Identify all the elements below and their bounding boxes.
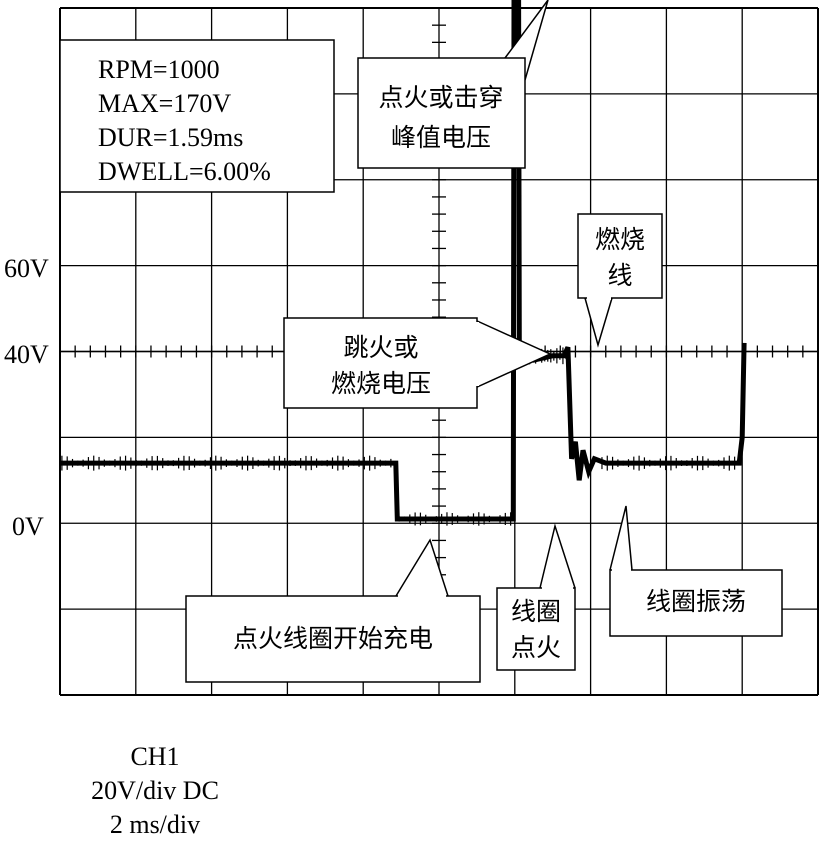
waveform-noise — [61, 346, 736, 526]
peak-voltage-callout: 点火或击穿 峰值电压 — [357, 0, 549, 169]
spark-label-line1: 跳火或 — [343, 334, 418, 362]
dwell-readout: DWELL=6.00% — [98, 157, 271, 186]
coil-charge-callout: 点火线圈开始充电 — [185, 538, 481, 683]
max-readout: MAX=170V — [98, 89, 231, 118]
burn-label-line1: 燃烧 — [595, 226, 645, 254]
channel-name: CH1 — [130, 742, 180, 771]
spark-voltage-callout: 跳火或 燃烧电压 — [283, 317, 552, 409]
coil-ring-callout: 线圈振荡 — [609, 505, 783, 637]
coil-ring-label: 线圈振荡 — [646, 588, 746, 616]
duration-readout: DUR=1.59ms — [98, 123, 243, 152]
burn-line-callout: 燃烧 线 — [577, 213, 663, 348]
coil-fire-callout: 线圈 点火 — [496, 523, 576, 671]
peak-label-line2: 峰值电压 — [391, 124, 491, 152]
coil-fire-label-line2: 点火 — [511, 634, 561, 662]
time-per-div: 2 ms/div — [109, 810, 201, 839]
peak-label-line1: 点火或击穿 — [378, 84, 503, 112]
burn-label-line2: 线 — [607, 262, 632, 290]
measurement-info-box: RPM=1000 MAX=170V DUR=1.59ms DWELL=6.00% — [59, 39, 335, 193]
volts-per-div: 20V/div DC — [91, 776, 219, 805]
coil-fire-label-line1: 线圈 — [511, 598, 561, 626]
channel-settings: CH1 20V/div DC 2 ms/div — [0, 740, 310, 842]
spark-label-line2: 燃烧电压 — [331, 370, 431, 398]
oscilloscope-display: 60V 40V 0V RPM=1000 MAX=170V DUR=1.59ms … — [4, 0, 819, 696]
rpm-readout: RPM=1000 — [98, 55, 220, 84]
y-tick-label-0v: 0V — [12, 512, 44, 541]
y-tick-label-40v: 40V — [4, 340, 49, 369]
y-tick-label-60v: 60V — [4, 254, 49, 283]
coil-charge-label: 点火线圈开始充电 — [233, 625, 433, 653]
